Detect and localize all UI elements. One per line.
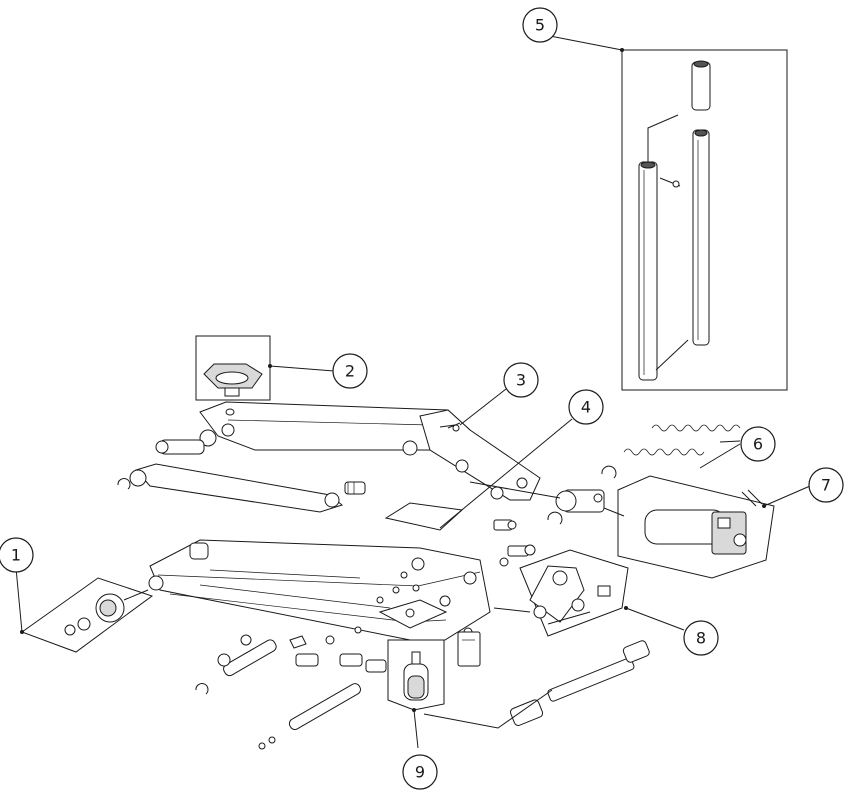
pump-unit-box [617, 475, 775, 579]
svg-text:6: 6 [753, 435, 763, 454]
chassis [148, 539, 491, 667]
handle-top-tube [691, 61, 711, 111]
leader-lines [15, 35, 811, 749]
cover-plate [384, 502, 464, 531]
rear-bracket-group [493, 549, 629, 637]
svg-text:8: 8 [696, 629, 706, 648]
callout-2: 2 [332, 353, 368, 389]
handle-lower-tube [638, 161, 658, 381]
callout-1: 1 [0, 537, 34, 573]
callout-7: 7 [808, 467, 844, 503]
callout-4: 4 [568, 389, 604, 425]
saddle-detail [195, 335, 271, 401]
caster-wheel-group [387, 639, 445, 711]
callout-5: 5 [522, 7, 558, 43]
svg-text:1: 1 [11, 546, 21, 565]
callout-3: 3 [503, 362, 539, 398]
springs [623, 424, 741, 456]
screw-group-3 [447, 422, 461, 429]
svg-text:4: 4 [581, 398, 591, 417]
handle-long-tube [692, 129, 710, 346]
pivot-pin-group [469, 465, 625, 525]
hardware [195, 519, 536, 750]
svg-text:2: 2 [345, 362, 355, 381]
callout-6: 6 [740, 426, 776, 462]
svg-text:5: 5 [535, 16, 545, 35]
lift-arm [199, 401, 541, 501]
caster-box [387, 639, 445, 711]
handle-group-box [621, 49, 788, 391]
svg-text:3: 3 [516, 371, 526, 390]
front-wheel-box [20, 577, 154, 653]
callout-9: 9 [402, 754, 438, 790]
svg-text:7: 7 [821, 476, 831, 495]
callout-8: 8 [683, 620, 719, 656]
handle-assembly [621, 49, 788, 391]
front-wheel-group [20, 577, 154, 653]
arm-links [117, 439, 366, 513]
svg-text:9: 9 [415, 763, 425, 782]
pump-unit-group [617, 475, 775, 579]
rear-bracket-box [519, 549, 629, 637]
lower-shaft-parts [423, 640, 650, 729]
